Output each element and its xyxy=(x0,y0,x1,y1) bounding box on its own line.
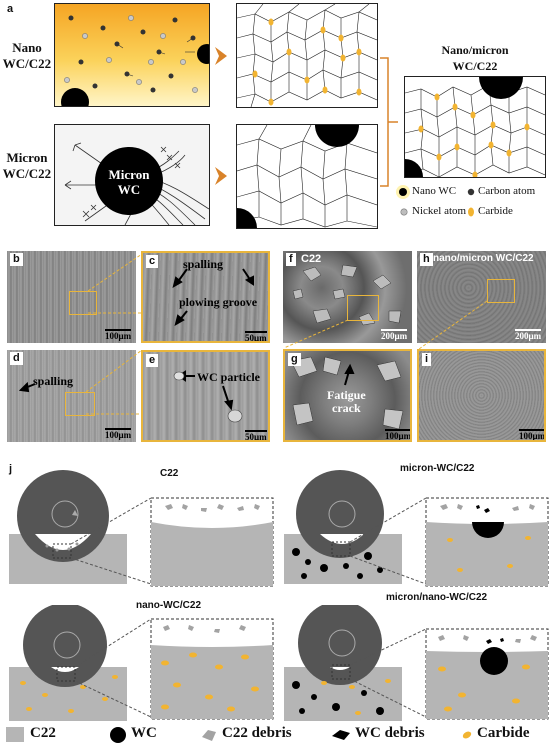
debris-texture xyxy=(292,264,402,326)
nano-wc-c22-schematic xyxy=(54,3,210,107)
panel-g-letter: g xyxy=(288,353,301,366)
grain-network xyxy=(237,125,377,228)
nickel-atom-legend-label: Nickel atom xyxy=(412,205,467,217)
wc-particle-annotation: WC particle xyxy=(197,370,260,384)
panel-b-letter: b xyxy=(10,253,23,266)
scale-bar-b: 100μm xyxy=(105,329,132,341)
panel-e-letter: e xyxy=(146,354,159,367)
panel-c-letter: c xyxy=(146,255,159,268)
plowing-groove-annotation: plowing groove xyxy=(179,295,258,309)
wc-legend-icon xyxy=(110,727,126,743)
micron-nano-scenario-title: micron/nano-WC/C22 xyxy=(386,592,488,603)
zoom-connector-lines xyxy=(86,350,143,415)
panel-d-letter: d xyxy=(10,352,23,365)
scale-bar-h: 200μm xyxy=(515,329,542,341)
sem-panel-c: c spalling plowing groove 50μm xyxy=(141,251,270,343)
panel-j-letter: j xyxy=(9,463,13,475)
zoom-connector-lines xyxy=(418,300,488,350)
c22-legend-label: C22 xyxy=(30,725,56,741)
micron-wear-schematic xyxy=(284,470,549,587)
micron-wc-label-line2: WC xyxy=(118,182,140,197)
zoom-connector-lines xyxy=(283,320,349,349)
nano-grain-structure xyxy=(236,3,378,108)
c22-panel-title: C22 xyxy=(301,253,322,265)
micron-wc-drawing: Micron WC xyxy=(64,142,209,225)
panel-a-letter: a xyxy=(7,3,14,15)
merge-bracket xyxy=(380,57,398,187)
grain-network xyxy=(237,4,377,107)
zoom-region-box xyxy=(69,291,97,315)
wc-debris-legend-label: WC debris xyxy=(355,725,425,741)
grain-network xyxy=(405,77,545,177)
wc-legend-label: WC xyxy=(131,725,157,741)
micron-wc-label-line1: Micron xyxy=(109,167,151,182)
nano-scenario-title: nano-WC/C22 xyxy=(136,600,201,611)
c22-debris-legend-icon xyxy=(202,730,216,741)
scale-bar-i: 100μm xyxy=(519,429,546,441)
wc-debris-legend-icon xyxy=(332,730,350,740)
combined-grain-structure xyxy=(404,76,546,178)
nano-micron-wc-c22-label: Nano/micron WC/C22 xyxy=(441,43,509,73)
spalling-annotation: spalling xyxy=(33,374,74,388)
sem-panel-d: d spalling 100μm xyxy=(7,350,136,442)
zoom-connector-lines xyxy=(88,254,143,314)
scale-bar-e: 50μm xyxy=(245,430,267,442)
micron-wc-c22-schematic: Micron WC xyxy=(54,124,210,226)
spalling-annotation: spalling xyxy=(183,257,224,271)
arrow-icon xyxy=(173,370,243,423)
c22-legend-swatch xyxy=(6,727,24,742)
nano-micron-panel-title: nano/micron WC/C22 xyxy=(433,253,534,264)
carbon-atom-legend-label: Carbon atom xyxy=(478,185,536,197)
zoom-region-box xyxy=(347,295,379,321)
micron-wc-c22-row-label: Micron WC/C22 xyxy=(2,150,52,181)
sem-panel-b: b 100μm xyxy=(7,251,136,343)
nano-wc-c22-row-label: Nano WC/C22 xyxy=(2,40,52,71)
nano-wc-legend-icon xyxy=(396,185,410,199)
scale-bar-f: 200μm xyxy=(381,329,408,341)
carbon-atom-legend-icon xyxy=(467,188,475,196)
micron-nano-wear-schematic xyxy=(284,605,549,721)
chevron-right-icon xyxy=(215,47,227,65)
zoom-region-box xyxy=(487,279,515,303)
arrow-icon xyxy=(18,381,36,393)
fatigue-crack-annotation: Fatigue crack xyxy=(327,388,366,415)
c22-debris-legend-label: C22 debris xyxy=(222,725,292,741)
scale-bar-c: 50μm xyxy=(245,331,267,343)
arrow-icon xyxy=(344,363,355,386)
c22-wear-schematic xyxy=(9,470,274,587)
carbide-legend-icon xyxy=(468,207,474,217)
panel-h-letter: h xyxy=(420,253,433,266)
nano-atoms-drawing xyxy=(61,15,209,106)
micron-grain-structure xyxy=(236,124,378,229)
carbide-legend-label: Carbide xyxy=(477,725,530,741)
arrow-icon xyxy=(172,268,254,327)
sem-panel-e: e WC particle 50μm xyxy=(141,350,270,442)
micron-scenario-title: micron-WC/C22 xyxy=(400,463,475,474)
zoom-region-box xyxy=(65,392,95,416)
nickel-atom-legend-icon xyxy=(400,208,408,216)
sem-panel-f: f C22 200μm xyxy=(283,251,412,343)
carbide-legend-label: Carbide xyxy=(478,205,513,217)
sem-panel-g: g Fatigue crack 100μm xyxy=(283,349,412,442)
sem-panel-h: h nano/micron WC/C22 200μm xyxy=(417,251,546,343)
scale-bar-d: 100μm xyxy=(105,428,132,440)
debris-texture xyxy=(290,356,404,430)
chevron-right-icon xyxy=(215,167,227,185)
nano-wear-schematic xyxy=(9,605,274,721)
panel-i-letter: i xyxy=(422,353,432,366)
carbide-legend-icon xyxy=(462,731,472,739)
nano-wc-legend-label: Nano WC xyxy=(412,185,457,197)
c22-scenario-title: C22 xyxy=(160,468,179,479)
panel-f-letter: f xyxy=(286,253,296,266)
scale-bar-g: 100μm xyxy=(385,429,412,441)
sem-panel-i: i 100μm xyxy=(417,349,546,442)
